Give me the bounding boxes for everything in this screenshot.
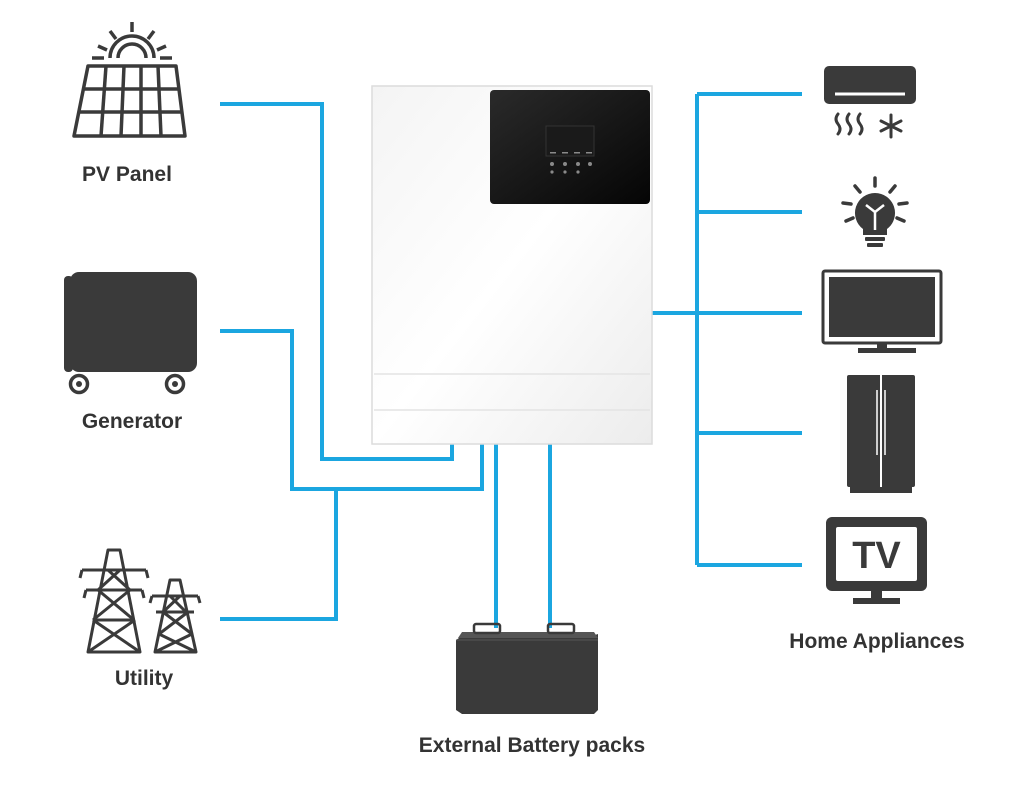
- generator-label: Generator: [81, 410, 183, 433]
- battery-label: External Battery packs: [418, 734, 646, 757]
- air-conditioner-icon: [824, 66, 916, 139]
- wire-pv-panel: [220, 102, 454, 461]
- pv-panel-label: PV Panel: [82, 163, 172, 186]
- solar-panel-icon: [72, 22, 187, 138]
- wires: [220, 92, 802, 628]
- utility-label: Utility: [114, 667, 174, 690]
- wire-generator: [220, 329, 484, 491]
- wire-utility: [220, 489, 338, 621]
- generator-icon: [64, 272, 197, 395]
- refrigerator-icon: [847, 375, 915, 493]
- light-bulb-icon: [841, 176, 909, 247]
- inverter-icon: [371, 85, 653, 445]
- battery-icon: [456, 622, 598, 714]
- tv-icon: TV: [826, 517, 927, 604]
- tv-icon-text: TV: [852, 535, 901, 577]
- monitor-icon: [821, 269, 943, 353]
- power-tower-icon: [78, 548, 202, 654]
- home-appliances-label: Home Appliances: [789, 630, 965, 653]
